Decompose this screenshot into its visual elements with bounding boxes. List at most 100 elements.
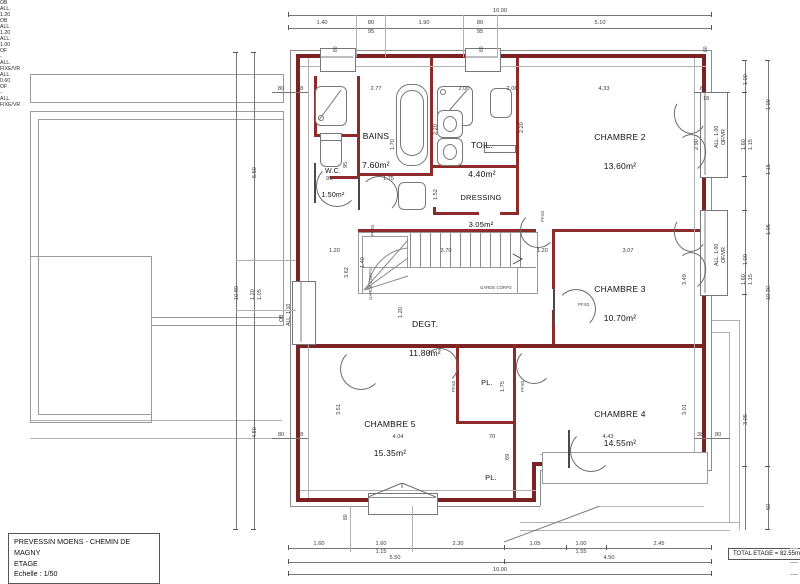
- wall-bains-right: [430, 58, 433, 173]
- dim-bottom-6: 2.45: [653, 541, 665, 547]
- dim-tick: [233, 52, 238, 53]
- right-exterior-line-4: [729, 332, 730, 522]
- exterior-skin-step: [540, 470, 541, 506]
- dim-left-overall: 10.80: [234, 286, 240, 300]
- dim-top-overall: 10.00: [493, 8, 507, 14]
- dim-bottom-sub-1: 1.15: [375, 549, 387, 555]
- exterior-wall-step: [532, 462, 536, 502]
- dim-tick: [233, 529, 238, 530]
- dim-80-bottom-v: 80: [343, 514, 349, 520]
- dim-tick: [504, 545, 505, 550]
- room-area-chambre4: 14.55m²: [603, 437, 637, 448]
- dim-tick: [742, 92, 747, 93]
- room-name-dressing: DRESSING: [460, 193, 502, 203]
- stair-direction-arrow-icon: [512, 253, 524, 265]
- room-area-chambre3: 10.70m²: [603, 312, 637, 323]
- dim-hall-left: 1.20: [329, 248, 340, 254]
- ext-line-top-1: [356, 15, 357, 57]
- room-area-bains: 7.60m²: [362, 159, 390, 170]
- exterior-skin-left: [290, 50, 291, 506]
- room-name-chambre4: CHAMBRE 4: [594, 408, 646, 419]
- dim-38-bl: 38: [297, 432, 304, 438]
- dim-bottom-5: 1.00: [575, 541, 587, 547]
- wall-pl1-right: [513, 344, 516, 424]
- inner-face-bottom: [300, 490, 536, 491]
- dim-tick: [742, 60, 747, 61]
- dim-tick: [606, 545, 607, 550]
- dim-wall-80c: 80: [703, 46, 709, 52]
- dim-top-3: 1.90: [418, 20, 430, 26]
- dim-toil-w: 2.00: [458, 86, 470, 92]
- wall-toil-bottom: [433, 165, 519, 168]
- dim-top-5: 5.10: [594, 20, 606, 26]
- dim-tick: [288, 545, 289, 550]
- dim-80-br: 80: [715, 432, 722, 438]
- dim-80-bl: 80: [278, 432, 285, 438]
- dim-left-chain-line: [254, 52, 255, 530]
- ext-line-top-3: [463, 15, 464, 57]
- dim-top-overall-line: [288, 15, 712, 16]
- dim-ch3-h: 3.49: [682, 274, 688, 285]
- dim-right-far-1: 1.00: [766, 99, 772, 110]
- stair-step: [420, 233, 421, 267]
- dim-dressing-h: 1.52: [433, 189, 439, 200]
- window-bottom-left-sill: [368, 497, 436, 498]
- right-exterior-bottom: [520, 522, 740, 523]
- bains-sink-fixture: [398, 182, 426, 210]
- room-label-pl1: PL.: [472, 362, 502, 405]
- door-label-pf83-4: PF.83: [451, 381, 456, 392]
- stair-step: [470, 233, 471, 267]
- dim-ch4-h: 3.01: [682, 404, 688, 415]
- room-label-wc: W.C. 1.50m²: [306, 152, 360, 216]
- wc-cistern-fixture: [320, 133, 342, 141]
- exterior-wall-top: [296, 54, 706, 58]
- dim-bottom-sub-2: 1.55: [575, 549, 587, 555]
- dim-left-1: 5.50: [252, 167, 258, 178]
- toil-toilet-fixture: [490, 88, 512, 118]
- dim-pl2-h: 69: [505, 453, 511, 460]
- window-right-mid-glass: [704, 211, 706, 293]
- room-area-degt: 11.80m²: [409, 347, 441, 358]
- dim-80-left: 80: [278, 86, 285, 92]
- terrace-outline-lower-inner: [38, 256, 152, 415]
- door-swing-dressing: [520, 212, 556, 248]
- wall-chambre2-3-divider: [552, 229, 702, 232]
- dim-left-2: 1.20: [250, 289, 256, 300]
- door-label-pf83-5: PF.83: [520, 381, 525, 392]
- stair-step: [440, 233, 441, 267]
- right-exterior-bottom2: [520, 530, 730, 531]
- dim-top-4: 80: [476, 20, 484, 26]
- dim-degt-v: 1.20: [398, 307, 404, 318]
- stair-guard-lower: [362, 267, 518, 294]
- dim-tick: [765, 529, 770, 530]
- dim-38-br: 38: [697, 432, 704, 438]
- ext-line-left-1: [236, 260, 296, 261]
- dim-hall-right: 1.20: [537, 248, 548, 254]
- room-label-degt: DEGT. 11.80m²: [385, 300, 465, 378]
- dim-bottom-left-80-line: [272, 438, 308, 439]
- dim-bottom-overall: 10.00: [493, 567, 507, 573]
- dim-wall-80a: 80: [333, 46, 339, 52]
- room-name-degt: DEGT.: [411, 318, 439, 329]
- window-bottom-left: [368, 493, 438, 515]
- dim-ch3-w: 3.07: [622, 248, 634, 254]
- dim-bottom-overall-line: [288, 574, 712, 575]
- title-line-1: PREVESSIN MOENS - CHEMIN DE MAGNY: [14, 537, 131, 557]
- dim-tick: [288, 571, 289, 576]
- total-area-text: TOTAL ETAGE = 82.55m²: [733, 551, 800, 557]
- dim-bottom-4: 1.05: [529, 541, 541, 547]
- wall-pl2-right: [513, 436, 516, 498]
- room-name-wc: W.C.: [325, 168, 341, 176]
- stair-step: [480, 233, 481, 267]
- room-name-bains: BAINS: [362, 130, 390, 141]
- dim-right-2: 1.60: [741, 139, 747, 150]
- dim-stair-w: 3.70: [440, 248, 452, 254]
- room-name-pl2: PL.: [485, 473, 497, 483]
- stair-winder-fan-icon: [363, 239, 409, 291]
- dim-tick: [765, 466, 770, 467]
- dim-left-overall-line: [236, 52, 237, 530]
- exterior-skin-top: [290, 50, 712, 51]
- dim-row-right-80-line: [694, 92, 730, 93]
- window-top-mid-l2: ALL. 1.20: [0, 24, 11, 36]
